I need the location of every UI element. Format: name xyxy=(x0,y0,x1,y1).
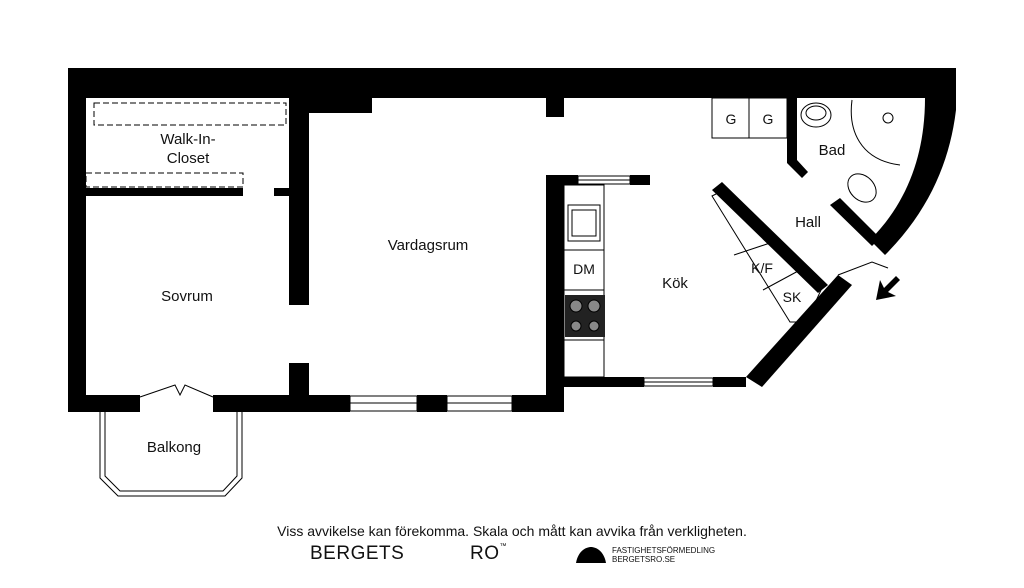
brand-name-mid: RO™ xyxy=(470,543,507,565)
room-label-sovrum: Sovrum xyxy=(161,288,213,305)
brand-mid-text: RO xyxy=(470,543,500,564)
brand-subtitle-line2: BERGETSRO.SE xyxy=(612,555,676,564)
hall-cabinets xyxy=(711,189,823,323)
brand-logo-icon xyxy=(576,547,606,563)
storage-cabinets xyxy=(711,97,788,139)
room-label-hall: Hall xyxy=(795,214,821,231)
brand-subtitle-line1: FASTIGHETSFÖRMEDLING xyxy=(612,546,716,555)
room-label-bad: Bad xyxy=(819,142,846,159)
fixture-label-kf: K/F xyxy=(751,260,773,276)
stove-icon xyxy=(565,295,605,337)
room-label-walk-in-closet-2: Closet xyxy=(167,150,210,167)
fixture-label-g2: G xyxy=(763,111,774,127)
fixture-label-dm: DM xyxy=(573,261,595,277)
room-label-walk-in-closet-1: Walk-In- xyxy=(160,131,215,148)
room-label-balkong: Balkong xyxy=(147,439,201,456)
windows xyxy=(349,175,714,412)
fixture-label-sk: SK xyxy=(783,289,802,305)
entry-arrow-icon xyxy=(876,276,900,300)
room-label-vardagsrum: Vardagsrum xyxy=(388,237,469,254)
brand-name-left: BERGETS xyxy=(310,543,405,564)
closet-shelves xyxy=(85,102,287,188)
balcony-outline xyxy=(99,384,243,497)
room-label-kok: Kök xyxy=(662,275,688,292)
entry-door xyxy=(837,261,889,276)
fixture-label-g1: G xyxy=(726,111,737,127)
disclaimer-text: Viss avvikelse kan förekomma. Skala och … xyxy=(277,523,747,539)
brand-subtitle: FASTIGHETSFÖRMEDLING BERGETSRO.SE xyxy=(612,546,715,564)
bathroom-fixtures xyxy=(800,99,901,203)
brand-mid-mark: ™ xyxy=(499,543,507,550)
kitchen-counter xyxy=(563,184,605,378)
walls xyxy=(68,68,956,412)
